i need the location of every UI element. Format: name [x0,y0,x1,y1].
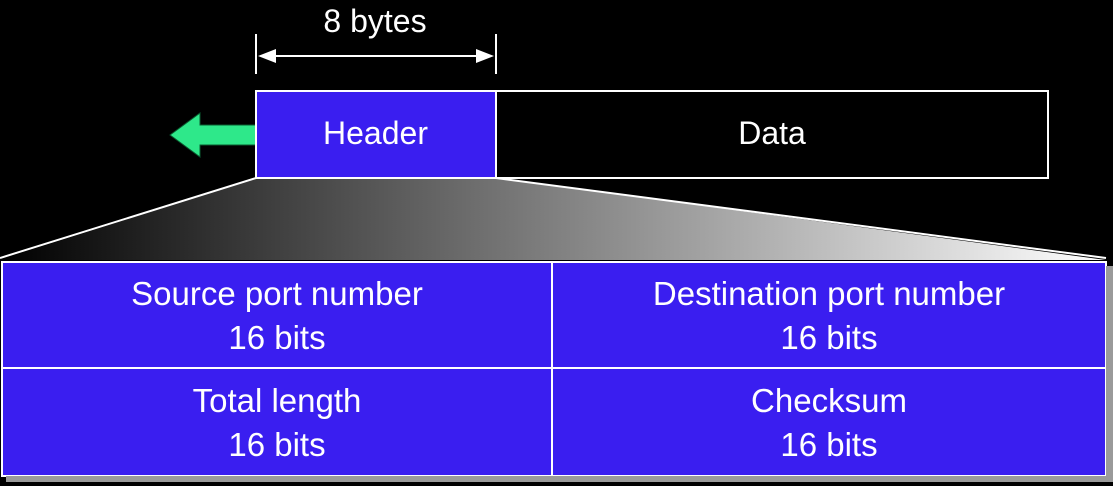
field-table [1,261,1113,482]
header-label: Header [323,115,428,151]
field-source-port: Source port number 16 bits [3,272,551,360]
expansion-fan [0,178,1106,260]
table-shadow-right [1106,266,1113,480]
field-size: 16 bits [780,319,878,356]
data-box [495,90,1049,179]
field-name: Checksum [751,382,907,419]
data-label: Data [738,115,806,151]
fan-edge-left [0,177,257,259]
field-cell-bg-chk [551,367,1107,477]
dimension-arrowhead-left [258,49,276,63]
field-size: 16 bits [780,426,878,463]
field-total-length: Total length 16 bits [3,379,551,467]
field-name: Source port number [131,275,423,312]
dimension-marker [255,34,497,74]
field-cell-bg-len [1,367,553,477]
dimension-arrowhead-right [476,49,494,63]
fan-edge-right [495,177,1107,259]
field-size: 16 bits [228,426,326,463]
table-shadow-bottom [6,476,1113,482]
field-checksum: Checksum 16 bits [553,379,1105,467]
field-name: Total length [192,382,362,419]
field-name: Destination port number [652,275,1006,312]
field-cell-bg-src [1,261,553,369]
field-size: 16 bits [228,319,326,356]
bytes-label: 8 bytes [323,3,427,39]
direction-arrow-icon [169,112,257,158]
field-destination-port: Destination port number 16 bits [553,272,1105,360]
field-cell-bg-dst [551,261,1107,369]
